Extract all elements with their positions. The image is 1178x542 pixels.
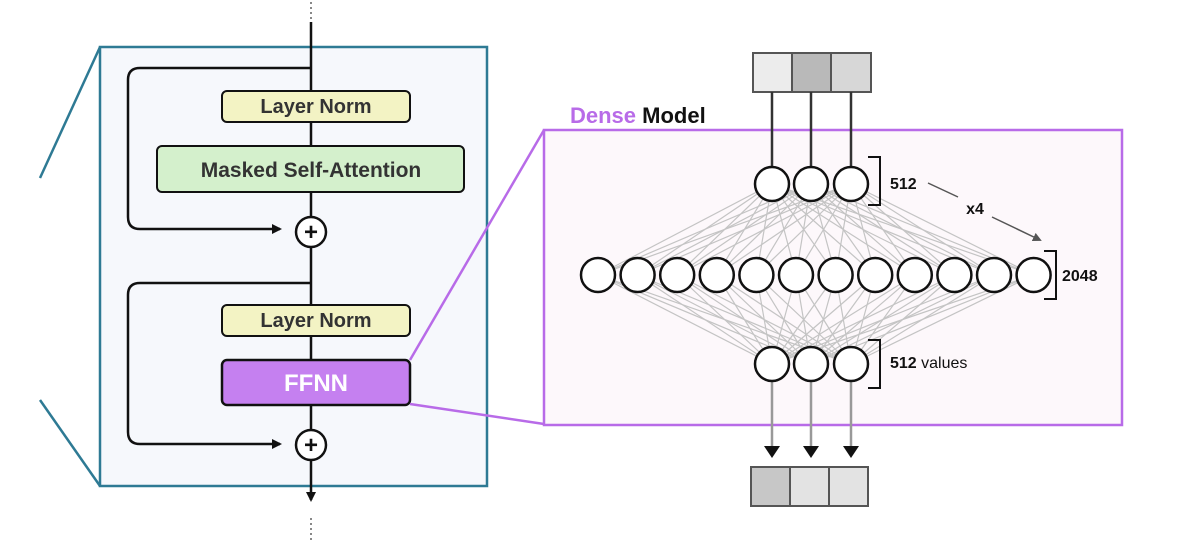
neuron-hidden — [738, 256, 775, 294]
input-cell-1 — [752, 52, 793, 93]
neuron-hidden — [619, 256, 656, 294]
dense-title-rest: Model — [636, 103, 706, 128]
output-cell-3 — [828, 466, 869, 507]
connection-top-hidden — [850, 183, 995, 276]
bottom-count-suffix: values — [917, 355, 968, 372]
neuron-hidden — [777, 256, 815, 294]
output-cell-1 — [750, 466, 791, 507]
multiplier-line-2 — [991, 216, 1042, 242]
neuron-output — [832, 345, 870, 383]
layer-norm-1-box — [221, 90, 411, 123]
layer-norm-2-box — [221, 304, 411, 337]
neuron-hidden — [658, 256, 696, 294]
zoom-line-ffnn-top — [408, 129, 546, 361]
add-plus-2: + — [304, 432, 318, 459]
attention-box — [156, 145, 465, 193]
add-circle-1 — [294, 215, 328, 249]
attention-label: Masked Self-Attention — [201, 159, 422, 182]
ffnn-box — [220, 358, 412, 407]
dense-title-accent: Dense — [570, 103, 636, 128]
connection-top-hidden — [676, 183, 852, 276]
multiplier-label: x4 — [966, 201, 984, 218]
output-arrowhead-3 — [843, 446, 859, 458]
neuron-hidden — [1015, 256, 1052, 294]
ffnn-label: FFNN — [284, 370, 348, 397]
input-cell-3 — [830, 52, 872, 93]
neuron-hidden — [817, 256, 854, 294]
residual-connection-1 — [126, 66, 311, 234]
bottom-count-number: 512 — [890, 355, 917, 372]
neuron-hidden — [896, 256, 934, 294]
connection-hidden-bottom — [637, 274, 773, 365]
input-cell-2 — [791, 52, 832, 93]
connection-top-hidden — [850, 183, 955, 276]
neuron-hidden — [936, 256, 973, 294]
top-count-label: 512 — [890, 176, 917, 193]
zoom-line-bottom — [38, 399, 102, 487]
bottom-bracket — [868, 339, 881, 389]
output-arrowhead-1 — [764, 446, 780, 458]
hidden-count-label: 2048 — [1062, 268, 1098, 285]
add-plus-1: + — [304, 219, 318, 246]
neuron-hidden — [856, 256, 894, 294]
add-circle-2 — [294, 428, 328, 462]
neuron-hidden — [975, 256, 1013, 294]
connection-top-hidden — [597, 183, 773, 276]
connection-hidden-bottom — [676, 274, 773, 365]
layer-norm-1-label: Layer Norm — [260, 96, 371, 118]
connection-top-hidden — [716, 183, 852, 276]
dense-model-title: Dense Model — [570, 103, 706, 128]
neuron-output — [753, 345, 791, 383]
zoom-line-top — [38, 46, 102, 179]
neuron-input — [832, 165, 870, 203]
output-vector — [750, 466, 869, 507]
multiplier-line-1 — [927, 182, 959, 198]
hidden-bracket — [1044, 250, 1057, 300]
output-cell-2 — [789, 466, 830, 507]
connection-hidden-bottom — [771, 274, 916, 365]
input-vector — [752, 52, 872, 93]
neuron-hidden — [579, 256, 617, 294]
connection-top-hidden — [755, 183, 852, 276]
zoom-line-ffnn-bottom — [409, 402, 545, 426]
neuron-output — [792, 345, 830, 383]
neuron-input — [753, 165, 791, 203]
neuron-input — [792, 165, 830, 203]
bottom-count-label: 512 values — [890, 355, 967, 372]
neuron-hidden — [698, 256, 736, 294]
residual-connection-2 — [126, 281, 311, 449]
output-arrowhead-2 — [803, 446, 819, 458]
connection-top-hidden — [850, 183, 916, 276]
top-bracket — [868, 156, 881, 206]
network-neurons — [579, 165, 1052, 383]
connection-hidden-bottom — [771, 274, 876, 365]
layer-norm-2-label: Layer Norm — [260, 310, 371, 332]
